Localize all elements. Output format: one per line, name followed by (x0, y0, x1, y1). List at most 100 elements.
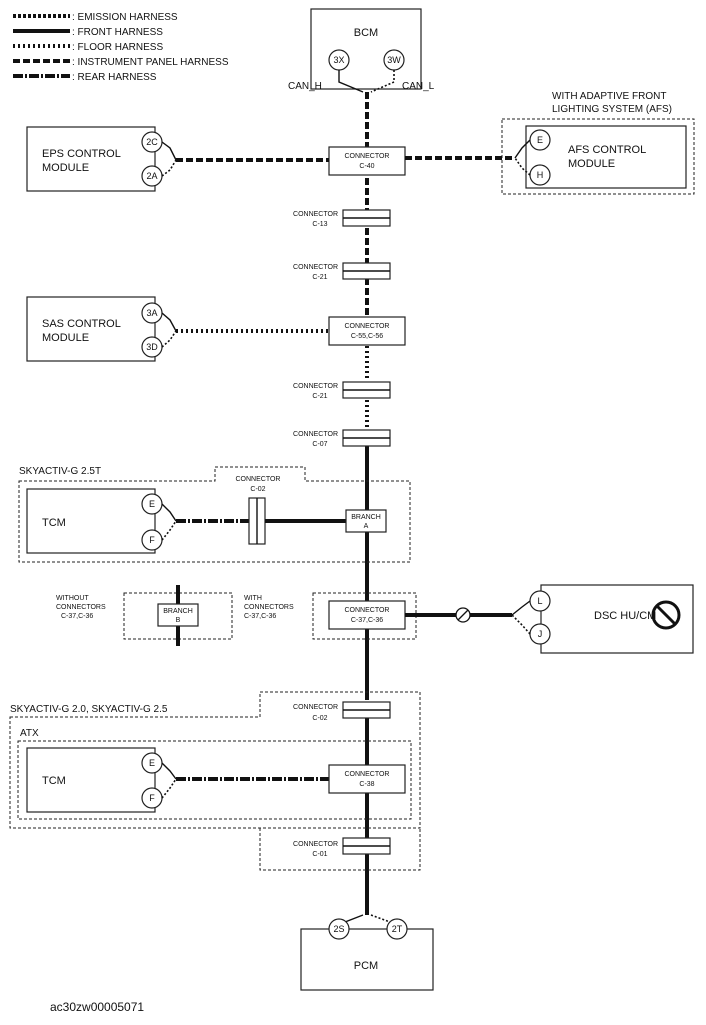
can-h-wire (338, 70, 364, 93)
connector-c02-20: CONNECTOR C-02 (293, 701, 391, 722)
legend-instrument-label: : INSTRUMENT PANEL HARNESS (72, 57, 229, 68)
tcm-25t-label: TCM (42, 517, 66, 529)
legend-floor-label: : FLOOR HARNESS (72, 42, 163, 53)
eps-name-line1: EPS CONTROL (42, 148, 121, 160)
svg-text:CONNECTOR: CONNECTOR (236, 476, 281, 483)
dsc-pin-j-label: J (538, 629, 543, 639)
sky20-boundary (9, 691, 421, 829)
branch-b (157, 603, 199, 627)
connector-c55-id: C-55,C-56 (351, 333, 383, 340)
inline-connector-c13: CONNECTOR C-13 (293, 209, 391, 228)
afs-module-box (525, 125, 687, 189)
svg-text:CONNECTOR: CONNECTOR (293, 383, 338, 390)
tcm-25t-box (26, 488, 156, 554)
connector-c37-id: C-37,C-36 (351, 617, 383, 624)
svg-text:C-02: C-02 (312, 715, 327, 722)
sas-pin-3a-label: 3A (146, 308, 157, 318)
pcm-pin-2s-label: 2S (333, 924, 344, 934)
dsc-module-box (540, 584, 694, 654)
connector-c55-c56 (328, 316, 406, 346)
eps-pin-2c-label: 2C (146, 137, 158, 147)
tcm-atx-box (26, 747, 156, 813)
legend: : EMISSION HARNESS : FRONT HARNESS : FLO… (13, 12, 229, 83)
branch-b-id: B (176, 617, 181, 624)
can-l-wire (370, 70, 395, 93)
svg-text:C-02: C-02 (250, 486, 265, 493)
sky25t-boundary (18, 466, 411, 563)
afs-pin-e-label: E (537, 135, 543, 145)
pcm-pin-2s (328, 918, 350, 940)
atx-label: ATX (20, 728, 39, 739)
afs-note-line1: WITH ADAPTIVE FRONT (552, 91, 666, 102)
atx-boundary (17, 740, 412, 820)
without-line1: WITHOUT (56, 595, 89, 602)
eps-module-box (26, 126, 156, 192)
svg-text:C-21: C-21 (312, 393, 327, 400)
legend-front-label: : FRONT HARNESS (72, 27, 163, 38)
sky20-label: SKYACTIV-G 2.0, SKYACTIV-G 2.5 (10, 704, 168, 715)
tcm-25t-pin-e-label: E (149, 499, 155, 509)
pcm-box (300, 928, 434, 991)
eps-name-line2: MODULE (42, 162, 89, 174)
connector-c40 (328, 146, 406, 176)
svg-text:C-13: C-13 (312, 221, 327, 228)
inline-connector-c21-lower: CONNECTOR C-21 (293, 381, 391, 400)
connector-c40-id: C-40 (359, 163, 374, 170)
afs-name-line1: AFS CONTROL (568, 144, 646, 156)
afs-name-line2: MODULE (568, 158, 615, 170)
connector-c02-25t: CONNECTOR C-02 (236, 476, 281, 545)
tcm-25t-pin-f-label: F (149, 535, 155, 545)
svg-text:C-07: C-07 (312, 441, 327, 448)
legend-emission-label: : EMISSION HARNESS (72, 12, 178, 23)
sas-name-line1: SAS CONTROL (42, 318, 121, 330)
pcm-pin-2t-label: 2T (392, 924, 403, 934)
afs-pin-h-label: H (537, 170, 544, 180)
legend-rear-label: : REAR HARNESS (72, 72, 157, 83)
dsc-label: DSC HU/CM (594, 610, 656, 622)
with-line3: C-37,C-36 (244, 613, 276, 620)
svg-text:CONNECTOR: CONNECTOR (293, 704, 338, 711)
bcm-box (310, 8, 422, 90)
sas-name-line2: MODULE (42, 332, 89, 344)
bcm-pin-3w-label: 3W (387, 55, 401, 65)
prohibited-icon (651, 600, 681, 630)
svg-text:C-01: C-01 (312, 851, 327, 858)
pcm-label: PCM (354, 960, 378, 972)
bcm-label: BCM (354, 27, 378, 39)
svg-text:C-21: C-21 (312, 274, 327, 281)
sas-pin-3d-label: 3D (146, 342, 158, 352)
shield-symbol-icon (455, 607, 471, 623)
can-l-label: CAN_L (402, 81, 435, 92)
can-h-label: CAN_H (288, 81, 322, 92)
branch-a-label: BRANCH (351, 514, 381, 521)
pcm-pin-2t (386, 918, 408, 940)
branch-a-id: A (364, 523, 369, 530)
tcm-atx-pin-e-label: E (149, 758, 155, 768)
svg-text:CONNECTOR: CONNECTOR (293, 211, 338, 218)
connector-c55-label: CONNECTOR (345, 323, 390, 330)
connector-c40-label: CONNECTOR (345, 153, 390, 160)
bcm-pin-3x-label: 3X (333, 55, 344, 65)
with-line2: CONNECTORS (244, 604, 294, 611)
tcm-atx-label: TCM (42, 775, 66, 787)
connector-c38 (328, 764, 406, 794)
without-line2: CONNECTORS (56, 604, 106, 611)
svg-text:CONNECTOR: CONNECTOR (293, 841, 338, 848)
eps-pin-2a-label: 2A (146, 171, 157, 181)
without-line3: C-37,C-36 (61, 613, 93, 620)
connector-c37-c36 (328, 600, 406, 630)
dsc-pin-l-label: L (537, 596, 542, 606)
branch-a (345, 509, 387, 533)
with-line1: WITH (244, 595, 262, 602)
connector-c01: CONNECTOR C-01 (293, 837, 391, 858)
connector-c37-label: CONNECTOR (345, 607, 390, 614)
inline-connector-c07: CONNECTOR C-07 (293, 429, 391, 448)
afs-note-line2: LIGHTING SYSTEM (AFS) (552, 104, 672, 115)
tcm-atx-pin-f-label: F (149, 793, 155, 803)
svg-text:CONNECTOR: CONNECTOR (293, 264, 338, 271)
figure-id: ac30zw00005071 (50, 1000, 145, 1014)
connector-c38-id: C-38 (359, 781, 374, 788)
connector-c38-label: CONNECTOR (345, 771, 390, 778)
sas-module-box (26, 296, 156, 362)
